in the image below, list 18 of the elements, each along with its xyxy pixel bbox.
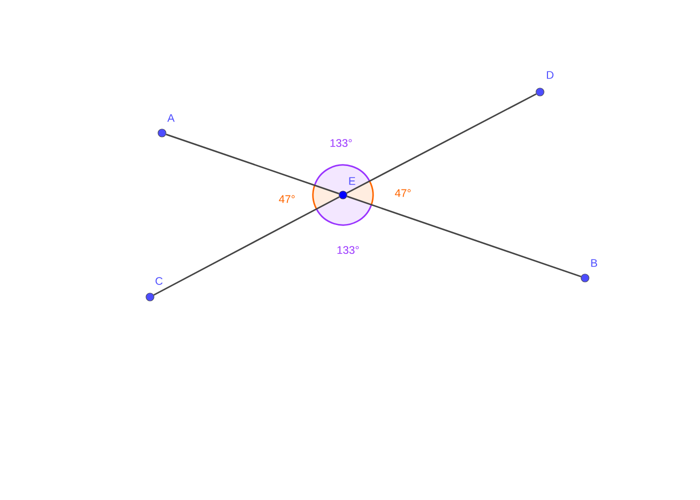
point <box>338 190 348 200</box>
point <box>580 274 590 282</box>
point <box>146 292 154 302</box>
point-label: E <box>349 177 356 185</box>
point-label: A <box>167 114 175 122</box>
line-segment <box>153 196 340 296</box>
line-segment <box>166 134 340 194</box>
point <box>158 128 166 138</box>
angle-label: 47° <box>394 189 411 197</box>
line-segment <box>346 196 582 278</box>
angle-label: 47° <box>278 195 295 203</box>
point <box>536 88 544 96</box>
line-segment <box>346 93 537 194</box>
angle-label: 133° <box>337 246 359 254</box>
point-label: D <box>546 71 554 79</box>
angle-label: 133° <box>330 139 352 147</box>
point-label: B <box>591 259 598 267</box>
point-label: C <box>156 277 163 285</box>
